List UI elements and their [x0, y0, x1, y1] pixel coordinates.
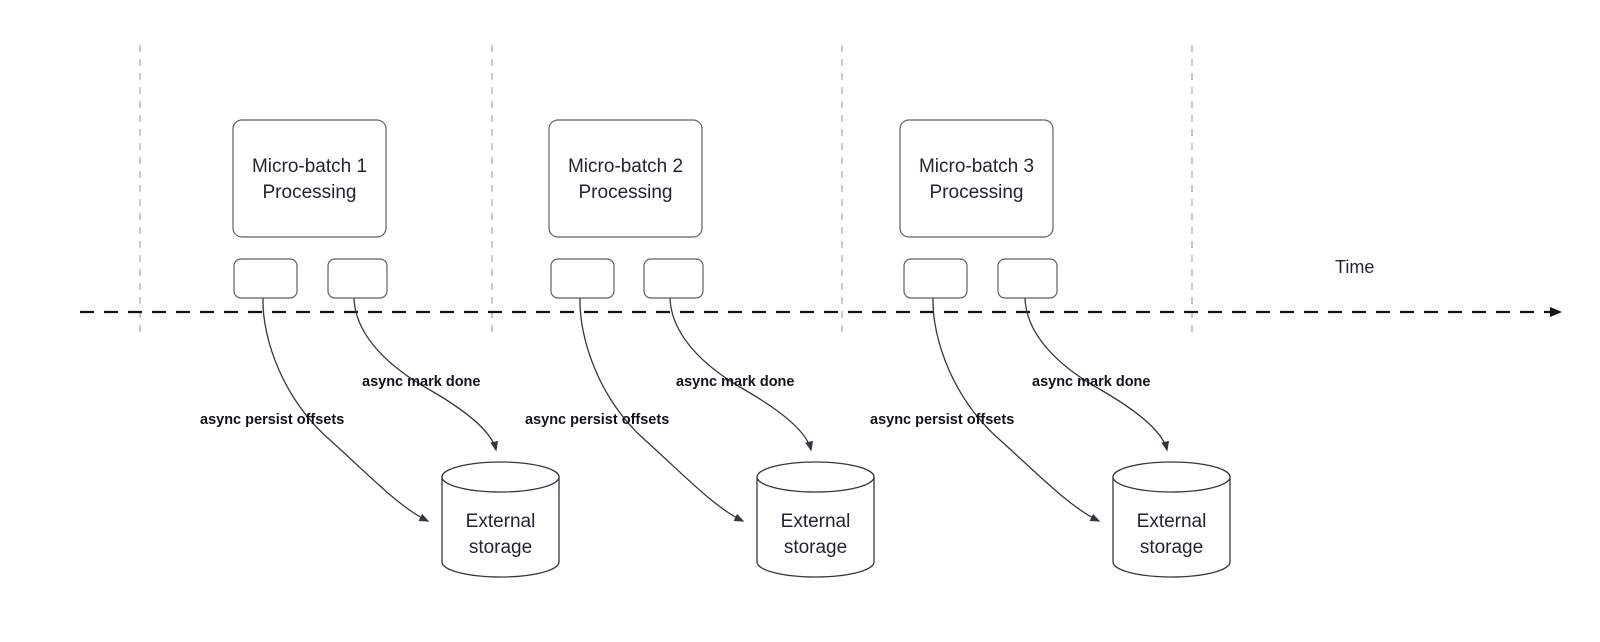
- mark-done-task-box-1[interactable]: [327, 258, 388, 299]
- micro-batch-2-label-line2: Processing: [579, 182, 673, 203]
- persist-offsets-label-1: async persist offsets: [200, 412, 344, 428]
- micro-batch-3-label-line1: Micro-batch 3: [919, 156, 1034, 177]
- external-storage-3-label-line1: External: [1137, 511, 1207, 532]
- external-storage-cylinder-1[interactable]: [441, 461, 560, 578]
- persist-offsets-arrow-2: [579, 297, 745, 522]
- persist-task-box-3[interactable]: [903, 258, 968, 299]
- group-1: Micro-batch 1 Processing External storag…: [200, 119, 560, 578]
- persist-offsets-label-3: async persist offsets: [870, 412, 1014, 428]
- persist-offsets-arrow-1: [262, 297, 430, 522]
- external-storage-cylinder-2[interactable]: [756, 461, 875, 578]
- timeline-axis-group: Time: [80, 257, 1562, 317]
- mark-done-arrow-1: [353, 297, 499, 452]
- persist-task-box-2[interactable]: [550, 258, 615, 299]
- micro-batch-2-label-line1: Micro-batch 2: [568, 156, 683, 177]
- external-storage-3-label-line2: storage: [1140, 537, 1203, 558]
- mark-done-task-box-3[interactable]: [997, 258, 1058, 299]
- group-3: Micro-batch 3 Processing External storag…: [870, 119, 1231, 578]
- mark-done-arrow-2: [669, 297, 814, 452]
- micro-batch-3-box[interactable]: [899, 119, 1054, 238]
- group-2: Micro-batch 2 Processing External storag…: [525, 119, 875, 578]
- micro-batch-1-label-line2: Processing: [263, 182, 357, 203]
- mark-done-task-box-2[interactable]: [643, 258, 704, 299]
- persist-offsets-label-2: async persist offsets: [525, 412, 669, 428]
- mark-done-label-3: async mark done: [1032, 374, 1150, 390]
- persist-offsets-arrow-3: [932, 297, 1101, 522]
- external-storage-cylinder-3[interactable]: [1112, 461, 1231, 578]
- mark-done-label-1: async mark done: [362, 374, 480, 390]
- external-storage-2-label-line2: storage: [784, 537, 847, 558]
- micro-batch-3-label-line2: Processing: [930, 182, 1024, 203]
- external-storage-1-label-line2: storage: [469, 537, 532, 558]
- time-axis-label: Time: [1335, 257, 1374, 277]
- micro-batch-1-label-line1: Micro-batch 1: [252, 156, 367, 177]
- persist-task-box-1[interactable]: [233, 258, 298, 299]
- external-storage-1-label-line1: External: [466, 511, 536, 532]
- micro-batch-2-box[interactable]: [548, 119, 703, 238]
- micro-batch-1-box[interactable]: [232, 119, 387, 238]
- mark-done-arrow-3: [1024, 297, 1170, 452]
- timeline-tick-group: [139, 45, 1193, 338]
- external-storage-2-label-line1: External: [781, 511, 851, 532]
- mark-done-label-2: async mark done: [676, 374, 794, 390]
